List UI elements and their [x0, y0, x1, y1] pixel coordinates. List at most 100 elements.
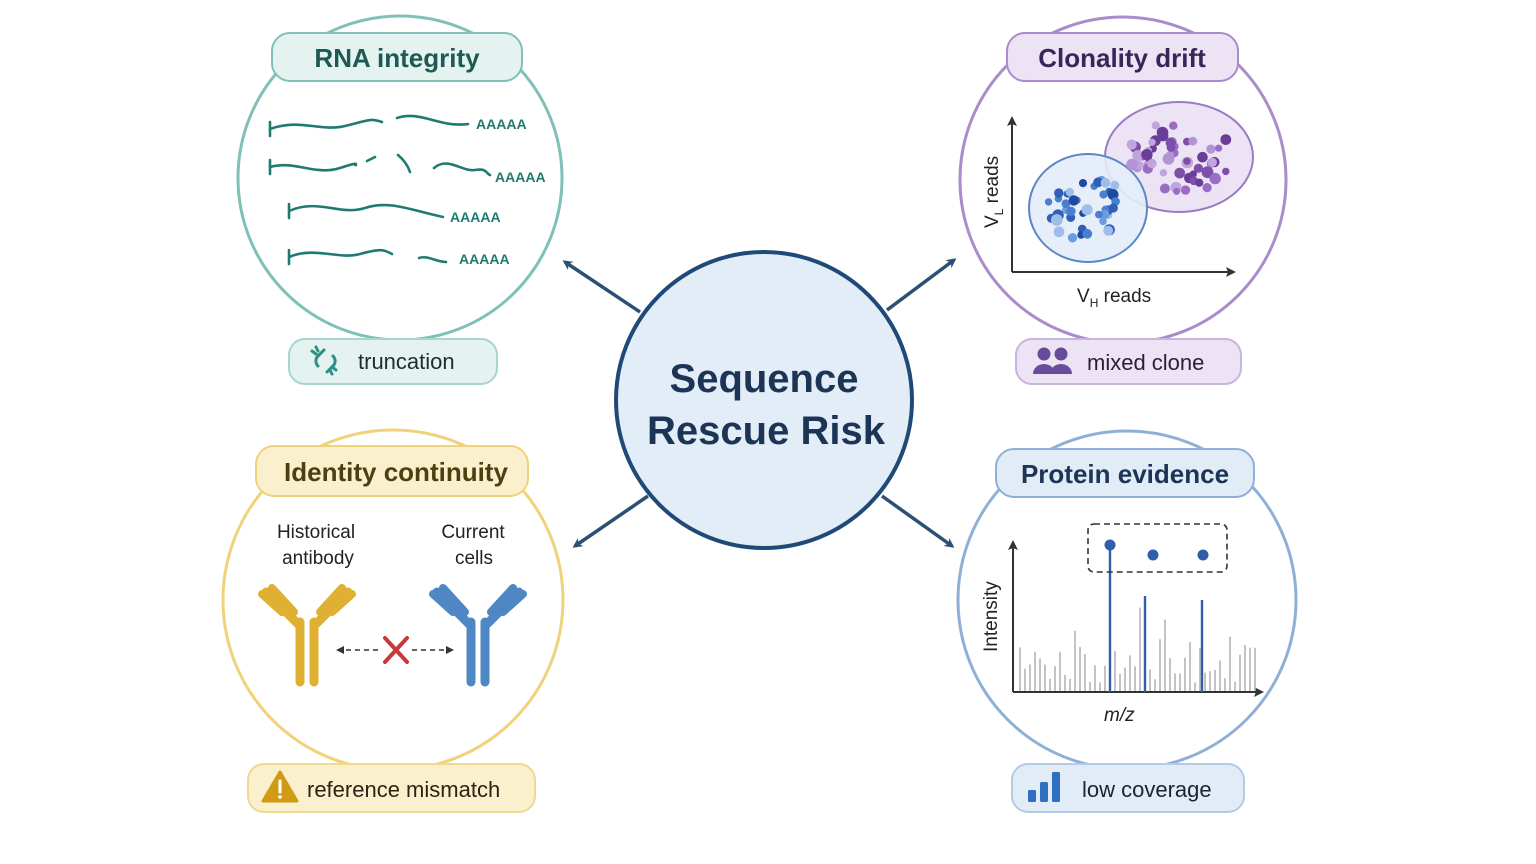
clonality-axes [1007, 116, 1236, 277]
scatter-dot [1100, 177, 1111, 188]
scatter-dot [1132, 150, 1144, 161]
mixed-clone-tag-label: mixed clone [1087, 350, 1204, 375]
scatter-dot [1159, 169, 1168, 177]
scatter-dot [1067, 233, 1078, 243]
poly-a-tail-3: AAAAA [450, 209, 501, 225]
reference-mismatch-tag-label: reference mismatch [307, 777, 500, 802]
scatter-dot [1183, 157, 1191, 165]
reference-mismatch-tag [247, 763, 536, 813]
transcript-row-2 [268, 153, 492, 177]
scatter-dot [1206, 144, 1216, 154]
purple-cluster-dots [1126, 121, 1232, 195]
scatter-dot [1220, 134, 1232, 146]
scatter-dot [1093, 177, 1103, 188]
historical-antibody-arms [258, 584, 356, 616]
scatter-dot [1050, 214, 1063, 226]
scatter-dot [1173, 187, 1181, 195]
mixed-clone-tag [1015, 338, 1242, 385]
bar-chart-icon [1028, 772, 1060, 802]
protein-title: Protein evidence [1021, 459, 1229, 489]
coverage-box [1087, 523, 1228, 573]
scatter-dot [1148, 138, 1156, 146]
historical-label-line1: Historical [277, 522, 355, 543]
scatter-dot [1099, 217, 1107, 226]
scatter-dot [1157, 130, 1169, 142]
blue-cluster-dots [1044, 175, 1120, 243]
transcript-row-4 [287, 248, 448, 266]
transcript-row-3 [287, 202, 445, 220]
clonality-title-pill [1006, 32, 1239, 82]
protein-title-pill [995, 448, 1255, 498]
scatter-dot [1044, 198, 1053, 206]
scatter-dot [1188, 136, 1198, 146]
scatter-dot [1099, 190, 1108, 199]
rna-title-pill [271, 32, 523, 82]
poly-a-tail-4: AAAAA [459, 251, 510, 267]
scatter-dot [1215, 144, 1223, 152]
scatter-dot [1162, 152, 1175, 165]
scatter-dot [1141, 149, 1153, 161]
rna-title: RNA integrity [314, 43, 480, 73]
scatter-dot [1159, 183, 1170, 194]
arrow-to-clonality [885, 258, 957, 312]
coverage-dot-3 [1197, 549, 1209, 561]
clonality-y-axis-label: VL reads [982, 156, 1006, 228]
scatter-dot [1054, 188, 1064, 198]
scatter-dot [1165, 137, 1177, 148]
scatter-dot [1068, 195, 1080, 206]
poly-a-tail-1: AAAAA [476, 116, 527, 132]
scatter-dot [1061, 199, 1071, 209]
scatter-dot [1174, 167, 1186, 179]
rna-integrity-panel: RNA integrity [236, 14, 564, 385]
scatter-dot [1126, 158, 1138, 171]
mismatch-x-icon [383, 636, 409, 664]
scatter-dot [1126, 139, 1137, 150]
people-icon [1033, 347, 1072, 374]
scatter-dot [1189, 170, 1197, 178]
clonality-drift-panel: Clonality drift VL reads VH reads mixed … [958, 15, 1288, 385]
historical-label-line2: antibody [282, 548, 354, 569]
scatter-dot [1151, 121, 1160, 130]
clonality-x-axis-label: VH reads [1077, 286, 1151, 310]
rna-transcripts [268, 114, 492, 266]
arrow-to-protein [880, 494, 955, 548]
spectrum-x-axis-label: m/z [1104, 705, 1135, 726]
scatter-dot [1202, 183, 1212, 193]
scatter-dot [1222, 167, 1230, 176]
scatter-dot [1103, 225, 1114, 236]
low-coverage-tag [1011, 763, 1245, 813]
scatter-dot [1081, 204, 1093, 216]
arrow-to-identity [572, 494, 649, 548]
identity-continuity-panel: Identity continuity Historical antibody … [221, 428, 565, 813]
scatter-dot [1201, 166, 1214, 179]
transcript-row-1 [268, 114, 470, 138]
truncation-tag [288, 338, 498, 385]
scatter-dot [1066, 206, 1076, 216]
current-label-line2: cells [455, 548, 493, 569]
low-coverage-tag-label: low coverage [1082, 777, 1212, 802]
scatter-dot [1110, 180, 1120, 190]
truncation-tag-label: truncation [358, 349, 455, 374]
scatter-dot [1053, 226, 1065, 238]
current-label-line1: Current [441, 522, 505, 543]
scatter-dot [1099, 209, 1110, 219]
clonality-title: Clonality drift [1038, 43, 1206, 73]
spectrum-y-axis-label: Intensity [981, 581, 1002, 652]
broken-link-icon [310, 345, 338, 376]
scatter-dot [1207, 157, 1218, 167]
protein-evidence-panel: Protein evidence Intensity m/z low cover… [956, 429, 1298, 813]
identity-title-pill [255, 445, 529, 497]
center-title-line2: Rescue Risk [647, 409, 886, 453]
scatter-dot [1169, 121, 1178, 130]
scatter-dot [1197, 151, 1208, 163]
scatter-dot [1147, 158, 1157, 169]
coverage-dot-2 [1147, 549, 1159, 561]
center-title-line1: Sequence [670, 357, 859, 401]
scatter-dot [1078, 179, 1088, 188]
scatter-dot [1082, 228, 1093, 239]
identity-title: Identity continuity [284, 457, 508, 487]
warning-icon [261, 770, 299, 803]
arrow-to-rna [562, 260, 641, 314]
current-antibody-arms [429, 584, 527, 616]
